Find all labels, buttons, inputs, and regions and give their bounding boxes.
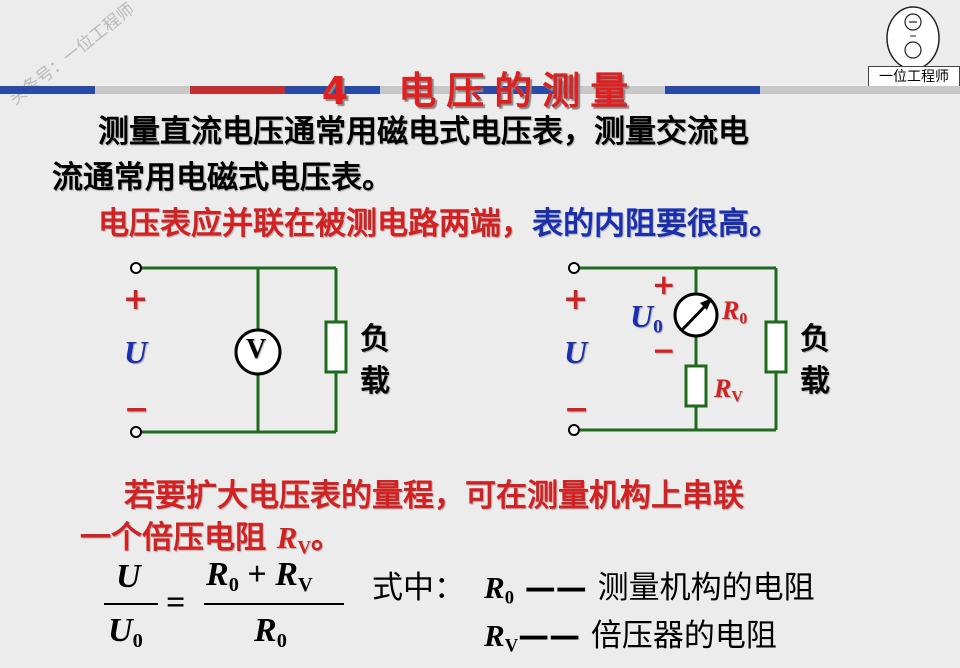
formula-num-u: U xyxy=(116,558,141,595)
circuit-right-wires xyxy=(578,266,788,432)
terminal-left-bottom xyxy=(130,426,142,438)
paragraph-2: 电压表应并联在被测电路两端，表的内阻要很高。 xyxy=(98,198,780,243)
title-text: 电压的测量 xyxy=(398,69,639,113)
formula-den-u0: U0 xyxy=(108,612,143,652)
meter-minus: − xyxy=(652,334,676,367)
legend-prefix: 式中： xyxy=(372,570,465,606)
page-title: 4 电压的测量 xyxy=(0,60,960,115)
voltmeter-label: V xyxy=(246,334,267,365)
title-number: 4 xyxy=(321,69,359,113)
terminal-right-bottom xyxy=(568,424,580,436)
paragraph-1-line-1: 测量直流电压通常用磁电式电压表，测量交流电 xyxy=(98,114,749,150)
paragraph-2-blue: 表的内阻要很高。 xyxy=(532,206,780,242)
paragraph-1-line-2: 流通常用电磁式电压表。 xyxy=(52,160,393,196)
left-plus: + xyxy=(123,282,149,317)
right-load-1: 负 xyxy=(800,322,830,357)
meter-u0: U0 xyxy=(630,298,663,338)
terminal-right-top xyxy=(568,262,580,274)
legend-row-1: R0 —— 测量机构的电阻 xyxy=(484,570,815,609)
left-load-1: 负 xyxy=(360,322,390,357)
paragraph-2-red: 电压表应并联在被测电路两端， xyxy=(98,206,532,242)
terminal-left-top xyxy=(130,262,142,274)
formula-numerator: R0 + RV xyxy=(206,556,313,596)
right-voltage-u: U xyxy=(564,334,588,370)
right-plus: + xyxy=(563,282,589,317)
meter-plus: + xyxy=(652,268,676,301)
label-rv: RV xyxy=(714,374,743,406)
formula-equals: = xyxy=(166,584,186,621)
voltmeter-symbol xyxy=(234,328,282,376)
left-voltage-u: U xyxy=(124,334,148,370)
left-minus: − xyxy=(124,392,150,427)
paragraph-3-line-2: 一个倍压电阻 RV。 xyxy=(80,520,342,559)
formula-denominator: R0 xyxy=(254,612,287,652)
right-minus: − xyxy=(564,392,590,427)
label-r0: R0 xyxy=(722,296,748,328)
circuit-left-wires xyxy=(140,266,348,434)
right-load-2: 载 xyxy=(800,364,830,399)
left-load-2: 载 xyxy=(360,364,390,399)
logo-icon xyxy=(886,6,940,70)
paragraph-3-line-1: 若要扩大电压表的量程，可在测量机构上串联 xyxy=(124,478,744,514)
legend-row-2: RV—— 倍压器的电阻 xyxy=(484,618,777,657)
title-bar xyxy=(0,86,960,94)
